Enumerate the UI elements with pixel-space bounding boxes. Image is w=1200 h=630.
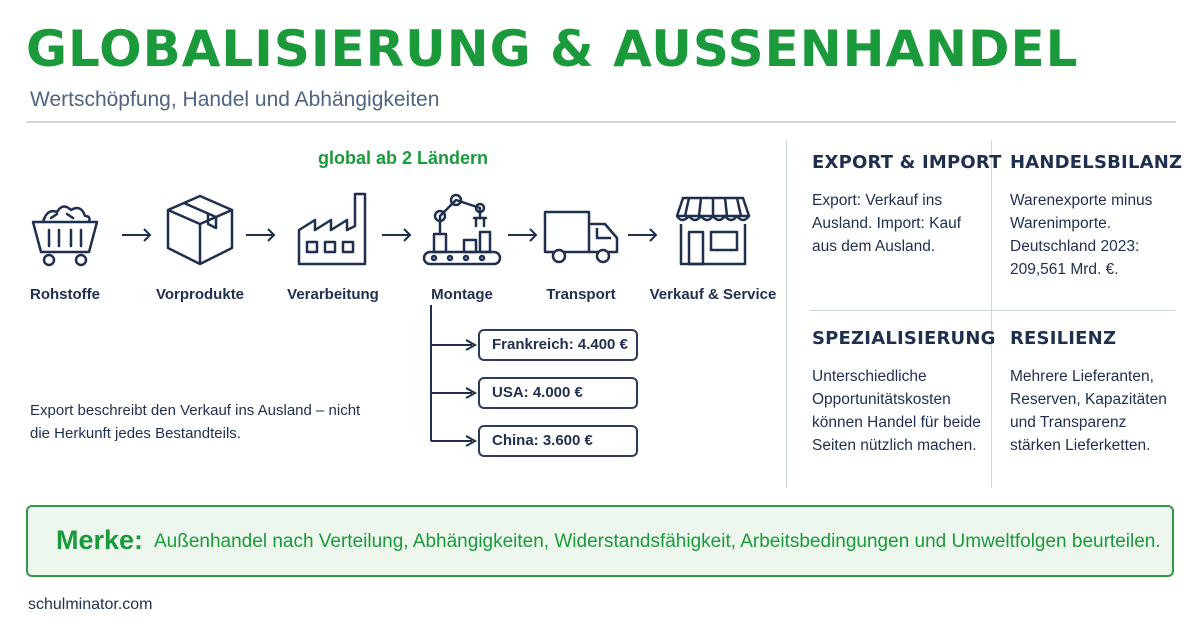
header-divider xyxy=(26,121,1176,123)
arrow-icon xyxy=(626,225,660,245)
origin-branches xyxy=(430,305,478,447)
merke-text: Außenhandel nach Verteilung, Abhängigkei… xyxy=(154,531,1161,552)
arrow-icon xyxy=(380,225,414,245)
global-label: global ab 2 Ländern xyxy=(318,148,489,168)
info-text: Export: Verkauf ins Ausland. Import: Kau… xyxy=(812,192,962,255)
step-montage: Montage xyxy=(397,190,527,310)
mine-cart-icon xyxy=(31,205,99,267)
info-resilienz: RESILIENZ Mehrere Lieferanten, Reserven,… xyxy=(1010,328,1180,457)
step-label: Verarbeitung xyxy=(287,286,379,303)
info-heading: SPEZIALISIERUNG xyxy=(812,328,996,349)
origin-frankreich: Frankreich: 4.400 € xyxy=(478,329,638,361)
arrow-icon xyxy=(506,225,540,245)
step-label: Transport xyxy=(546,286,616,303)
factory-icon xyxy=(297,192,367,266)
truck-icon xyxy=(543,210,619,264)
step-label: Montage xyxy=(431,286,493,303)
info-handelsbilanz: HANDELSBILANZ Warenexporte minus Warenim… xyxy=(1010,152,1183,281)
merke-label: Merke: xyxy=(56,525,144,555)
info-divider-middle xyxy=(991,140,992,488)
arrow-icon xyxy=(244,225,278,245)
info-divider-horizontal xyxy=(810,310,1176,311)
step-label: Verkauf & Service xyxy=(649,286,777,303)
step-label: Rohstoffe xyxy=(30,286,100,303)
export-note: Export beschreibt den Verkauf ins Auslan… xyxy=(30,402,361,442)
merke-box: Merke: Außenhandel nach Verteilung, Abhä… xyxy=(26,505,1174,577)
origin-usa: USA: 4.000 € xyxy=(478,377,638,409)
footer-source: schulminator.com xyxy=(28,596,153,613)
info-divider-left xyxy=(786,140,787,488)
step-label: Vorprodukte xyxy=(155,286,245,303)
info-heading: HANDELSBILANZ xyxy=(1010,152,1183,173)
info-text: Unterschiedliche Opportunitätskosten kön… xyxy=(812,368,981,454)
step-verarbeitung: Verarbeitung xyxy=(268,190,398,310)
arrow-icon xyxy=(120,225,154,245)
info-spezialisierung: SPEZIALISIERUNG Unterschiedliche Opportu… xyxy=(812,328,996,457)
info-text: Mehrere Lieferanten, Reserven, Kapazität… xyxy=(1010,368,1167,454)
info-heading: RESILIENZ xyxy=(1010,328,1117,349)
step-rohstoffe: Rohstoffe xyxy=(0,190,130,310)
box-icon xyxy=(166,194,234,266)
page-title: GLOBALISIERUNG & AUSSENHANDEL xyxy=(26,20,1079,78)
store-icon xyxy=(675,196,751,266)
page-subtitle: Wertschöpfung, Handel und Abhängigkeiten xyxy=(30,88,440,111)
info-heading: EXPORT & IMPORT xyxy=(812,152,1002,173)
info-text: Warenexporte minus Warenimporte. Deutsch… xyxy=(1010,192,1153,278)
robot-arm-icon xyxy=(422,193,502,266)
step-verkauf: Verkauf & Service xyxy=(648,190,778,310)
step-vorprodukte: Vorprodukte xyxy=(135,190,265,310)
info-export-import: EXPORT & IMPORT Export: Verkauf ins Ausl… xyxy=(812,152,1002,258)
step-transport: Transport xyxy=(516,190,646,310)
origin-china: China: 3.600 € xyxy=(478,425,638,457)
